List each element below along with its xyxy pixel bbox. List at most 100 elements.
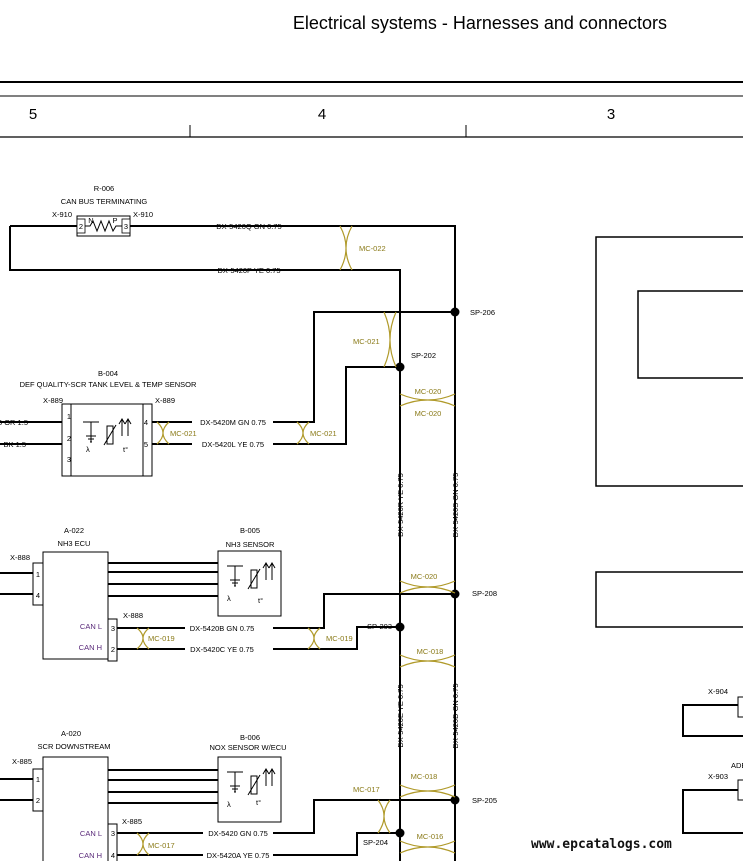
b005-name: NH3 SENSOR [226,540,275,549]
column-label-3: 3 [607,106,615,123]
twist-label-mc021b: MC-021 [170,429,197,438]
wire-label-left-or: B OR 1.5 [0,418,28,427]
twist-label-mc019a: MC-019 [148,634,175,643]
connector-x903 [737,779,743,801]
splice-sp204 [395,828,405,838]
ecu-a020: 1 2 3 4 CAN L CAN H [32,756,118,861]
wire-label-w5: DX-5420R YE 0.75 [396,473,405,537]
a020-pin-3: 3 [111,829,115,838]
r006-pin-right: 3 [124,222,128,231]
wire-label-w6: DX-5420S GN 0.75 [451,473,460,538]
wire-label-w7: DX-5420B GN 0.75 [190,624,255,633]
wire-label-w9: DX-5420E YE 0.75 [396,684,405,747]
b004-pin-4: 4 [144,418,148,427]
splice-sp203 [395,622,405,632]
twist-label-mc020a: MC-020 [415,387,442,396]
a022-can-h: CAN H [79,643,102,652]
wire-label-w4: DX-5420L YE 0.75 [202,440,264,449]
splice-sp206 [450,307,460,317]
b004-conn-right: X-889 [155,396,175,405]
splice-sp208 [450,589,460,599]
a022-pin-3: 3 [111,624,115,633]
module-outline-inner [637,290,743,379]
x904-label: X-904 [708,687,728,696]
b004-lambda: λ [86,445,90,454]
wire-label-w3: DX-5420M GN 0.75 [200,418,266,427]
a022-conn-right: X-888 [123,611,143,620]
r006-conn-right: X-910 [133,210,153,219]
twist-label-mc020b: MC-020 [415,409,442,418]
b004-pin-1: 1 [67,412,71,421]
b004-name: DEF QUALITY-SCR TANK LEVEL & TEMP SENSOR [20,380,197,389]
splice-label-sp206: SP-206 [470,308,495,317]
twist-label-mc019b: MC-019 [326,634,353,643]
sensor-b004: 1 2 3 4 5 λ t° [61,403,153,477]
trunk-wires [0,225,743,861]
twist-label-mc022: MC-022 [359,244,386,253]
twist-label-mc017b: MC-017 [148,841,175,850]
a020-pin-1: 1 [36,775,40,784]
r006-n-label: N [88,216,93,225]
twist-label-mc020c: MC-020 [411,572,438,581]
column-label-4: 4 [318,106,326,123]
wire-label-w8: DX-5420C YE 0.75 [190,645,254,654]
wire-label-w2: DX-5420P YE 0.75 [217,266,280,275]
a022-id: A-022 [64,526,84,535]
r006-name: CAN BUS TERMINATING [61,197,148,206]
x903-label: X-903 [708,772,728,781]
ecu-a022: 1 4 3 2 CAN L CAN H [32,551,118,662]
splice-label-sp204: SP-204 [363,838,388,847]
twist-label-mc021a: MC-021 [353,337,380,346]
a020-can-l: CAN L [80,829,102,838]
twist-markers [136,225,456,856]
a022-can-l: CAN L [80,622,102,631]
b004-conn-left: X-889 [43,396,63,405]
twist-label-mc018a: MC-018 [417,647,444,656]
wire-label-left-bk: BK 1.5 [3,440,26,449]
page-title: Electrical systems - Harnesses and conne… [293,13,667,33]
sensor-b006: λ t° [217,756,282,823]
b004-pin-3: 3 [67,455,71,464]
b004-pin-2: 2 [67,434,71,443]
a022-name: NH3 ECU [58,539,91,548]
splice-label-sp203: SP-203 [367,622,392,631]
twist-label-mc017a: MC-017 [353,785,380,794]
a022-pin-4: 4 [36,591,40,600]
b004-temp: t° [123,445,128,454]
splice-sp202 [395,362,405,372]
a020-id: A-020 [61,729,81,738]
wire-label-w10: DX-5420D GN 0.75 [451,683,460,748]
twist-label-mc021c: MC-021 [310,429,337,438]
b005-id: B-005 [240,526,260,535]
module-outline-small [595,571,743,628]
wire-label-w1: DX-5420Q GN 0.75 [216,222,281,231]
a020-name: SCR DOWNSTREAM [38,742,111,751]
column-label-5: 5 [29,106,37,123]
wire-label-w11: DX-5420 GN 0.75 [208,829,268,838]
sensor-b005: λ t° [217,550,282,617]
watermark: www.epcatalogs.com [531,837,672,852]
b006-name: NOX SENSOR W/ECU [209,743,286,752]
twist-label-mc018b: MC-018 [411,772,438,781]
b006-temp: t° [256,798,261,807]
a020-conn-right: X-885 [122,817,142,826]
a020-pin-4: 4 [111,851,115,860]
splice-sp205 [450,795,460,805]
b005-lambda: λ [227,594,231,603]
wire-label-w12: DX-5420A YE 0.75 [207,851,270,860]
b004-pin-5: 5 [144,440,148,449]
r006-p-label: P [112,216,117,225]
splice-label-sp202: SP-202 [411,351,436,360]
r006-pin-left: 2 [79,222,83,231]
splice-label-sp205: SP-205 [472,796,497,805]
r006-conn-left: X-910 [52,210,72,219]
connector-x904 [737,696,743,718]
a022-pin-1: 1 [36,570,40,579]
module-outline-large [595,236,743,487]
ade-label: ADE [731,761,743,770]
b006-lambda: λ [227,800,231,809]
a020-pin-2: 2 [36,796,40,805]
b004-id: B-004 [98,369,118,378]
r006-id: R-006 [94,184,114,193]
